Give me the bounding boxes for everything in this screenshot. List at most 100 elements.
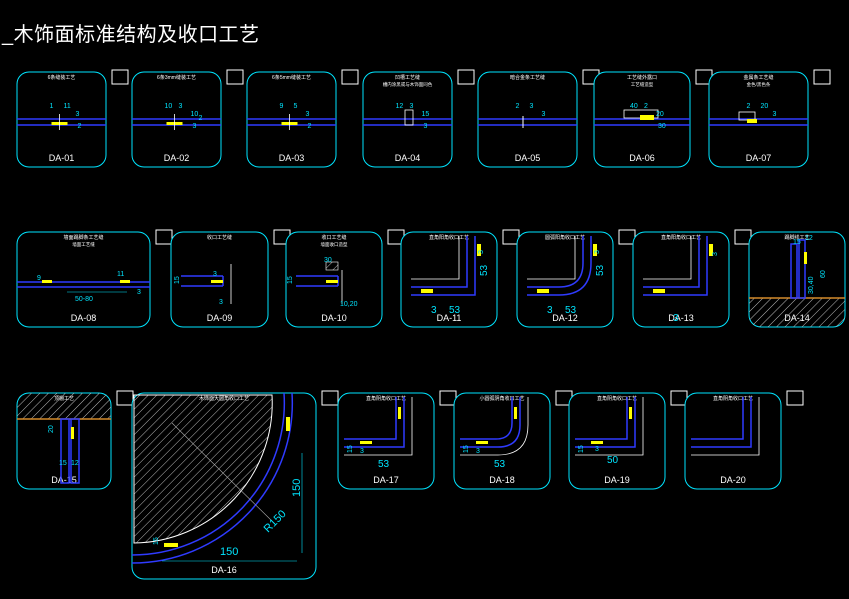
dim-label: 3 (431, 305, 437, 316)
corner-path (460, 397, 521, 448)
card-note: 墙面踢脚条工艺缝 (63, 234, 103, 241)
glue-strip (593, 244, 597, 256)
corner-path (411, 236, 476, 296)
card-frame (337, 392, 435, 490)
dim-label: 3 (478, 250, 485, 254)
dim-label: 3 (542, 111, 546, 118)
card-code: DA-16 (211, 565, 237, 575)
dim-label: 5 (294, 103, 298, 110)
card-frame (453, 392, 551, 490)
glue-strip (42, 280, 52, 283)
glue-strip (629, 407, 632, 419)
card-note: 踢脚线工艺 (784, 234, 809, 241)
dim-label: 2 (308, 123, 312, 130)
card-frame (568, 392, 666, 490)
dim-label: 12 (396, 103, 404, 110)
curved-panel (131, 392, 294, 564)
card-frame (684, 392, 782, 490)
tab-square (502, 229, 520, 245)
glue-strip (120, 280, 130, 283)
dim-label: 15 (578, 445, 585, 453)
dim-label: 3 (424, 123, 428, 130)
wall-panel (60, 418, 70, 484)
glue-strip (398, 407, 401, 419)
card-code: DA-04 (395, 153, 421, 163)
card-code: DA-19 (604, 475, 630, 485)
dim-label: 12 (71, 460, 79, 467)
tab-square (439, 390, 457, 406)
dim-label: 3 (594, 250, 601, 254)
dim-label: 3 (213, 271, 217, 278)
dim-label: 60 (820, 270, 827, 278)
glue-strip (514, 407, 517, 419)
dim-label: 150 (291, 479, 303, 497)
inner-path (411, 236, 460, 280)
card-note-2: 金色/黑色条 (747, 81, 771, 88)
dim-label: 3 (306, 111, 310, 118)
card-code: DA-02 (164, 153, 190, 163)
wall-path (691, 397, 760, 456)
card-note: 收口工艺缝 (321, 234, 346, 241)
glue-strip (653, 289, 665, 293)
glue-strip (360, 441, 372, 444)
dim-label: 3 (476, 448, 480, 455)
tab-square (734, 229, 752, 245)
wall-path (460, 397, 529, 456)
dim-label: 9 (280, 103, 284, 110)
card-code: DA-15 (51, 475, 77, 485)
card-code: DA-08 (71, 313, 97, 323)
tab-square (341, 69, 359, 85)
dim-label: 50-80 (75, 296, 93, 303)
dim-label: 3 (360, 448, 364, 455)
dim-label: 10,20 (340, 301, 358, 308)
card-code: DA-17 (373, 475, 399, 485)
card-note: 直角阳角收口工艺 (661, 234, 701, 241)
dim-label: 30,40 (808, 276, 815, 294)
tab-square (321, 390, 339, 406)
glue-strip (537, 289, 549, 293)
corner-path (575, 397, 636, 448)
dim-label: 3 (219, 299, 223, 306)
dim-label: 20 (761, 103, 769, 110)
glue-strip (326, 280, 338, 283)
tab-square (155, 229, 173, 245)
corner-path (691, 397, 744, 440)
card-code: DA-20 (720, 475, 746, 485)
glue-strip (709, 244, 713, 256)
dim-label: 15 (793, 239, 801, 246)
glue-strip (591, 441, 603, 444)
tab-square (618, 229, 636, 245)
dim-label: 2 (747, 103, 751, 110)
dim-label: 10 (191, 111, 199, 118)
glue-strip (164, 543, 178, 547)
card-frame (400, 231, 498, 328)
inner-path (643, 236, 692, 280)
card-note: 暗合金条工艺缝 (510, 74, 545, 81)
card-code: DA-03 (279, 153, 305, 163)
dim-label: 1 (50, 103, 54, 110)
card-code: DA-07 (746, 153, 772, 163)
card-note-2: 墙面收口造型 (321, 241, 348, 248)
dim-label: 2 (78, 123, 82, 130)
card-note: 6条3mm缝装工艺 (157, 74, 196, 81)
glue-strip (211, 280, 223, 283)
card-note: 6条缝装工艺 (48, 74, 76, 81)
corner-path (411, 236, 468, 288)
glue-strip (286, 417, 290, 431)
card-code: DA-10 (321, 313, 347, 323)
dim-label: 11 (117, 271, 124, 278)
dim-label: 15 (287, 276, 294, 284)
card-note: 直角阳角收口工艺 (429, 234, 469, 241)
dim-label: 3 (773, 111, 777, 118)
